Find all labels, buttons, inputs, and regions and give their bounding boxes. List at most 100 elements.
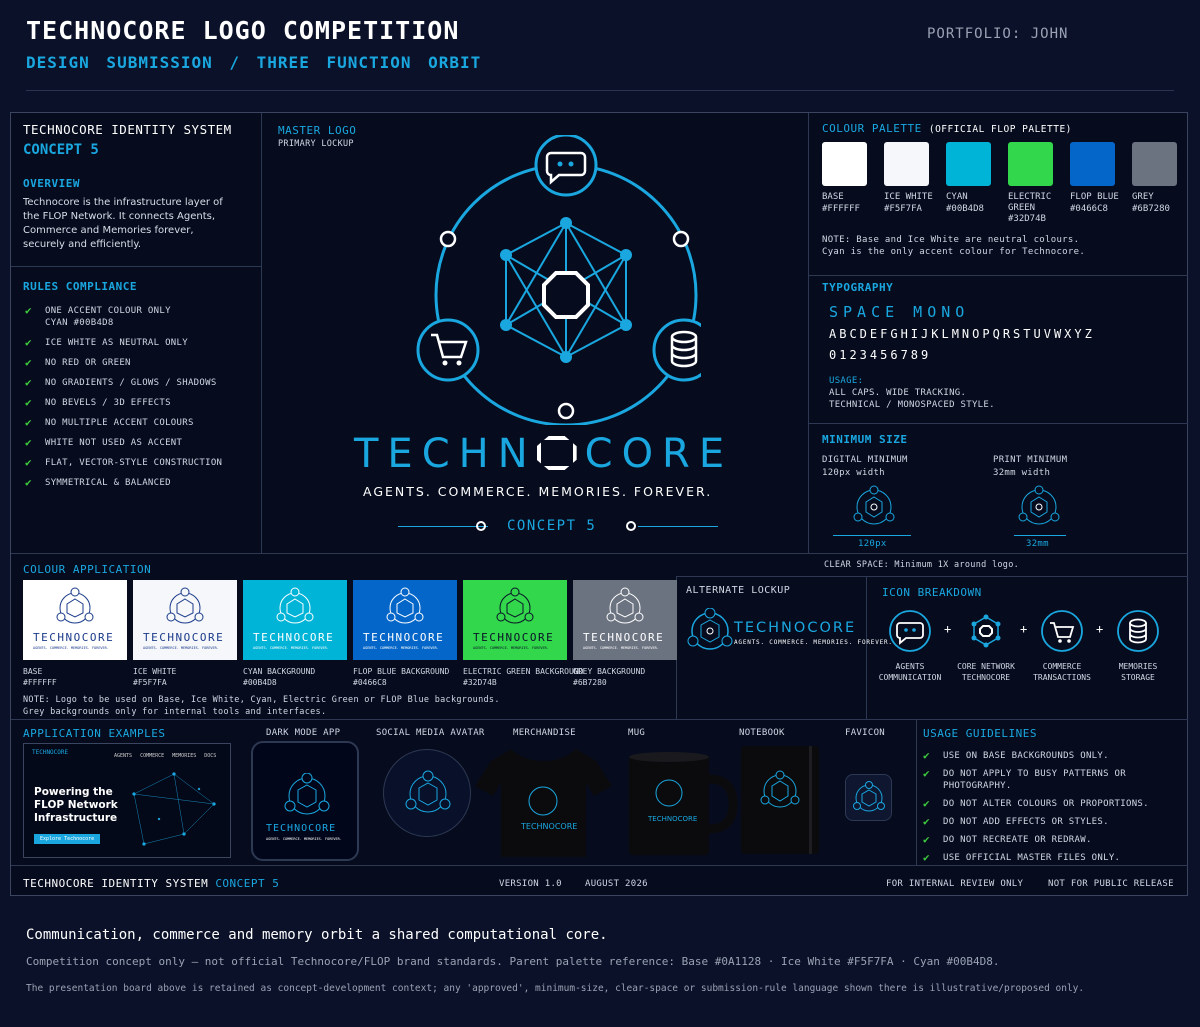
page-title: TECHNOCORE LOGO COMPETITION	[26, 16, 460, 45]
examples-title: APPLICATION EXAMPLES	[23, 727, 166, 740]
favicon-label: FAVICON	[845, 728, 886, 738]
core-network-icon	[964, 609, 1008, 653]
colour-app-tagline: AGENTS. COMMERCE. MEMORIES. FOREVER.	[363, 646, 439, 650]
octagon-icon	[536, 436, 577, 470]
colour-app-wordmark: TECHNOCORE	[253, 631, 335, 644]
print-min-title: PRINT MINIMUM	[993, 455, 1068, 465]
colour-app-name: CYAN BACKGROUND	[243, 667, 316, 676]
rule-item: NO RED OR GREEN	[25, 357, 255, 369]
usage-text: ALL CAPS. WIDE TRACKING. TECHNICAL / MON…	[829, 388, 995, 410]
usage-item: DO NOT APPLY TO BUSY PATTERNS OR PHOTOGR…	[923, 768, 1183, 792]
colour-swatch	[884, 142, 929, 186]
swatch-name: BASE	[822, 192, 844, 202]
mug-mockup: TECHNOCORE	[629, 752, 738, 855]
swatch-hex: #FFFFFF	[822, 204, 860, 214]
caption-disclaimer: Competition concept only — not official …	[26, 955, 1000, 968]
rule-item: NO MULTIPLE ACCENT COLOURS	[25, 417, 255, 429]
colour-swatch	[946, 142, 991, 186]
footer-public: NOT FOR PUBLIC RELEASE	[1048, 879, 1174, 889]
usage-item: USE ON BASE BACKGROUNDS ONLY.	[923, 750, 1183, 762]
database-icon	[1116, 609, 1160, 653]
colour-app-tagline: AGENTS. COMMERCE. MEMORIES. FOREVER.	[143, 646, 219, 650]
plus-sign: +	[1096, 622, 1104, 636]
footer-date: AUGUST 2026	[585, 879, 648, 889]
master-concept: CONCEPT 5	[507, 518, 597, 534]
plus-sign: +	[944, 622, 952, 636]
web-logo: TECHNOCORE	[32, 749, 69, 756]
colour-app-wordmark: TECHNOCORE	[473, 631, 555, 644]
print-dim: 32mm	[1026, 539, 1049, 549]
swatch-name: FLOP BLUE	[1070, 192, 1119, 202]
colour-app-sample: TECHNOCORE AGENTS. COMMERCE. MEMORIES. FO…	[23, 580, 127, 660]
palette-title: COLOUR PALETTE (OFFICIAL FLOP PALETTE)	[822, 122, 1072, 135]
app-logo-mark	[284, 773, 330, 815]
rule-item: SYMMETRICAL & BALANCED	[25, 477, 255, 489]
colour-app-name: BASE	[23, 667, 43, 676]
web-nav-item[interactable]: DOCS	[204, 753, 217, 759]
rules-title: RULES COMPLIANCE	[23, 280, 137, 293]
usage-item: DO NOT RECREATE OR REDRAW.	[923, 834, 1183, 846]
colour-app-wordmark: TECHNOCORE	[583, 631, 665, 644]
concept-label: CONCEPT 5	[23, 142, 99, 158]
typography-title: TYPOGRAPHY	[822, 281, 894, 294]
rule-item: NO GRADIENTS / GLOWS / SHADOWS	[25, 377, 255, 389]
app-tagline: AGENTS. COMMERCE. MEMORIES. FOREVER.	[266, 837, 342, 841]
swatch-hex: #00B4D8	[946, 204, 984, 214]
app-wordmark: TECHNOCORE	[266, 823, 337, 834]
caption-headline: Communication, commerce and memory orbit…	[26, 927, 608, 943]
phone-mockup: TECHNOCORE AGENTS. COMMERCE. MEMORIES. F…	[251, 741, 359, 861]
tshirt-mockup: TECHNOCORE	[475, 749, 612, 857]
swatch-name: ELECTRIC GREEN	[1008, 192, 1052, 213]
chat-icon	[888, 609, 932, 653]
colour-app-note: NOTE: Logo to be used on Base, Ice White…	[23, 695, 500, 717]
colour-app-tagline: AGENTS. COMMERCE. MEMORIES. FOREVER.	[473, 646, 549, 650]
rule-item: FLAT, VECTOR-STYLE CONSTRUCTION	[25, 457, 255, 469]
digital-min-title: DIGITAL MINIMUM	[822, 455, 908, 465]
font-alphabet: ABCDEFGHIJKLMNOPQRSTUVWXYZ	[829, 327, 1095, 341]
alt-tagline: AGENTS. COMMERCE. MEMORIES. FOREVER.	[734, 639, 893, 646]
colour-app-wordmark: TECHNOCORE	[363, 631, 445, 644]
merch-label: MERCHANDISE	[513, 728, 576, 738]
colour-app-hex: #6B7280	[573, 678, 607, 687]
social-label: SOCIAL MEDIA AVATAR	[376, 728, 485, 738]
colour-app-tagline: AGENTS. COMMERCE. MEMORIES. FOREVER.	[33, 646, 109, 650]
colour-app-name: ICE WHITE	[133, 667, 177, 676]
colour-app-tagline: AGENTS. COMMERCE. MEMORIES. FOREVER.	[583, 646, 659, 650]
font-name: SPACE MONO	[829, 303, 970, 321]
usage-title: USAGE GUIDELINES	[923, 727, 1037, 740]
footer-system: TECHNOCORE IDENTITY SYSTEM CONCEPT 5	[23, 877, 280, 890]
portfolio-label: PORTFOLIO: JOHN	[927, 26, 1069, 42]
swatch-name: GREY	[1132, 192, 1154, 202]
swatch-hex: #32D74B	[1008, 214, 1046, 224]
icon-caption: AGENTS COMMUNICATION	[878, 662, 942, 682]
minsize-title: MINIMUM SIZE	[822, 433, 908, 446]
footer-version: VERSION 1.0	[499, 879, 562, 889]
colour-app-sample: TECHNOCORE AGENTS. COMMERCE. MEMORIES. FO…	[463, 580, 567, 660]
colour-app-hex: #F5F7FA	[133, 678, 167, 687]
page-subtitle: DESIGN SUBMISSION / THREE FUNCTION ORBIT	[26, 53, 482, 72]
caption-note: The presentation board above is retained…	[26, 983, 1085, 994]
swatch-hex: #6B7280	[1132, 204, 1170, 214]
web-cta-button[interactable]: Explore Technocore	[34, 834, 101, 844]
colour-swatch	[1132, 142, 1177, 186]
colour-app-wordmark: TECHNOCORE	[33, 631, 115, 644]
usage-item: DO NOT ALTER COLOURS OR PROPORTIONS.	[923, 798, 1183, 810]
rules-list: ONE ACCENT COLOUR ONLY CYAN #00B4D8ICE W…	[25, 305, 255, 497]
web-nav-item[interactable]: AGENTS	[114, 753, 133, 759]
swatch-name: ICE WHITE	[884, 192, 933, 202]
web-nav-item[interactable]: COMMERCE	[140, 753, 165, 759]
colour-app-hex: #00B4D8	[243, 678, 277, 687]
web-headline: Powering the FLOP Network Infrastructure	[34, 786, 118, 824]
colour-app-hex: #0466C8	[353, 678, 387, 687]
usage-item: DO NOT ADD EFFECTS OR STYLES.	[923, 816, 1183, 828]
web-nav-item[interactable]: MEMORIES	[172, 753, 197, 759]
master-logo-mark	[416, 135, 701, 425]
swatch-name: CYAN	[946, 192, 968, 202]
rule-item: ICE WHITE AS NEUTRAL ONLY	[25, 337, 255, 349]
presentation-board: TECHNOCORE IDENTITY SYSTEM CONCEPT 5 OVE…	[10, 112, 1188, 896]
icon-caption: CORE NETWORK TECHNOCORE	[957, 662, 1015, 682]
system-title: TECHNOCORE IDENTITY SYSTEM	[23, 122, 232, 137]
svg-text:TECHNOCORE: TECHNOCORE	[647, 815, 697, 823]
